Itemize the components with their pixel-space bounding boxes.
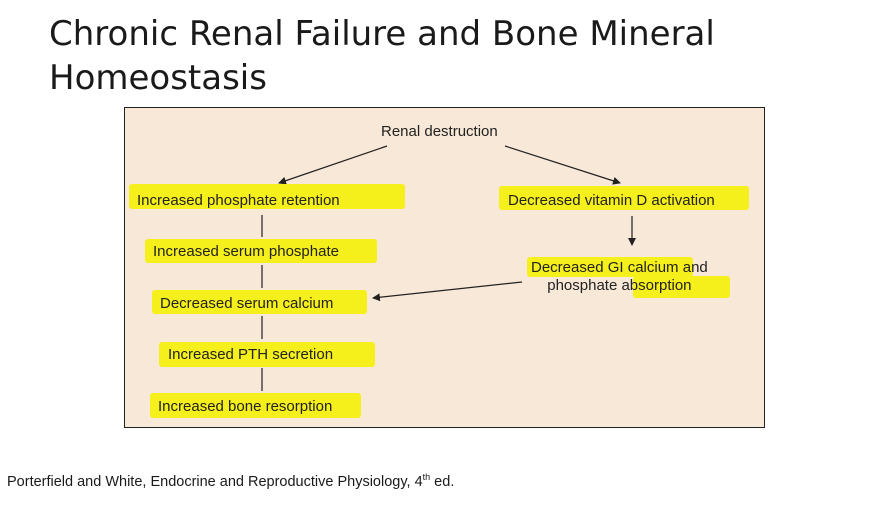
highlight	[159, 342, 375, 367]
highlight	[129, 184, 405, 209]
node-increased-pth-secretion: Increased PTH secretion	[159, 342, 375, 367]
citation: Porterfield and White, Endocrine and Rep…	[7, 472, 455, 490]
arrow-root-to-vitamin-d	[504, 145, 621, 185]
title-line-1: Chronic Renal Failure and Bone Mineral	[49, 14, 715, 54]
highlight	[152, 290, 367, 314]
node-renal-destruction: Renal destruction	[381, 123, 498, 140]
slide-title: Chronic Renal Failure and Bone Mineral H…	[49, 12, 849, 100]
gi-absorption-line-1: Decreased GI calcium and	[531, 259, 708, 276]
node-increased-serum-phosphate: Increased serum phosphate	[145, 239, 377, 263]
node-decreased-gi-absorption: Decreased GI calcium and phosphate absor…	[527, 257, 730, 298]
flow-diagram: Renal destruction Increased phosphate re…	[124, 107, 765, 428]
node-increased-bone-resorption: Increased bone resorption	[150, 393, 361, 418]
arrow-root-to-phosphate-retention	[278, 145, 388, 185]
arrow-gi-absorption-to-serum-calcium	[372, 281, 523, 302]
title-line-2: Homeostasis	[49, 58, 267, 98]
node-increased-phosphate-retention: Increased phosphate retention	[129, 184, 405, 210]
node-decreased-serum-calcium: Decreased serum calcium	[152, 290, 367, 314]
gi-absorption-line-2: phosphate absorption	[547, 277, 692, 294]
highlight	[499, 186, 749, 210]
node-decreased-vitamin-d-activation: Decreased vitamin D activation	[499, 186, 749, 210]
highlight	[633, 276, 730, 298]
highlight	[145, 239, 377, 263]
highlight	[150, 393, 361, 418]
highlight	[527, 257, 693, 277]
diagram-connectors	[261, 145, 636, 391]
